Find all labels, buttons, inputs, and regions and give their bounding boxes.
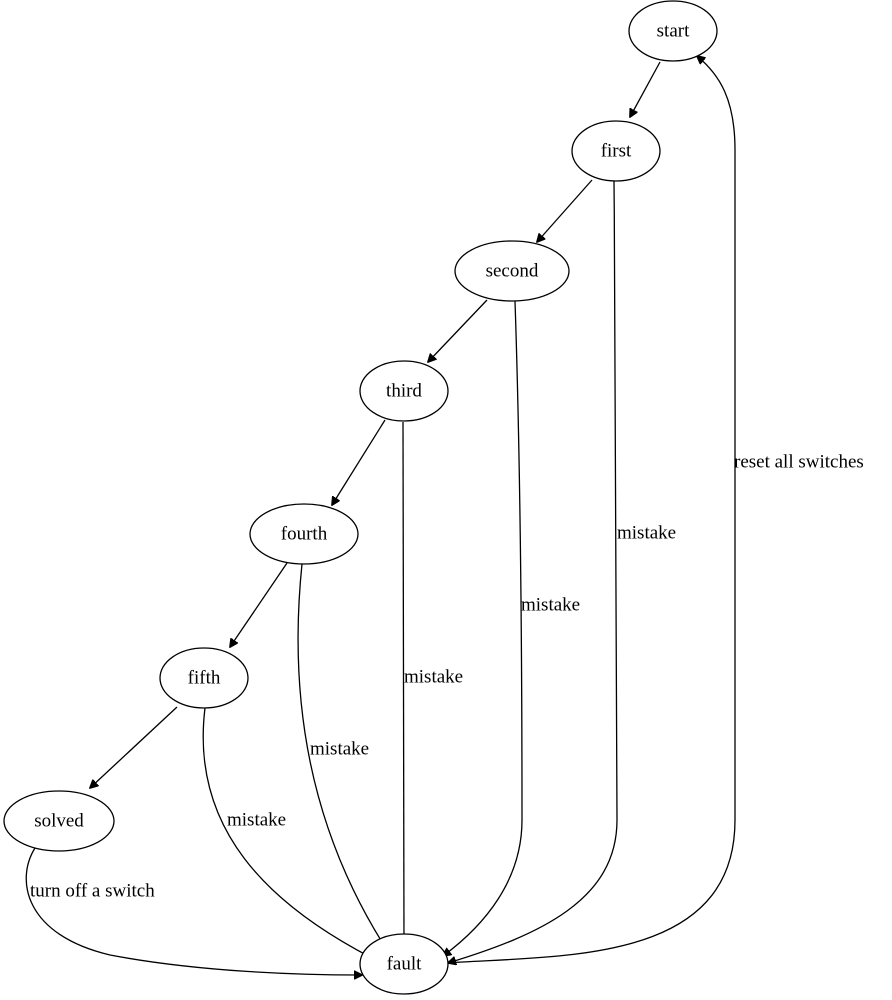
node-label-fifth: fifth (188, 668, 221, 689)
node-first: first (571, 120, 661, 182)
node-fifth: fifth (159, 647, 249, 709)
node-label-first: first (601, 141, 632, 162)
edge-label-turn-off-switch: turn off a switch (30, 881, 155, 902)
edge-first-fault (448, 180, 618, 963)
edge-labels: mistake mistake mistake mistake mistake … (30, 452, 864, 902)
edge-label-first-mistake: mistake (617, 523, 676, 544)
edge-fifth-fault (202, 707, 372, 958)
node-label-fault: fault (387, 954, 423, 975)
edge-label-second-mistake: mistake (521, 595, 580, 616)
edge-fourth-fifth (230, 562, 288, 647)
edge-first-second (537, 179, 593, 242)
node-fourth: fourth (249, 503, 359, 565)
node-label-fourth: fourth (281, 524, 328, 545)
edge-fourth-fault (297, 563, 387, 950)
edge-label-third-mistake: mistake (404, 667, 463, 688)
node-label-second: second (486, 261, 539, 282)
edge-third-fourth (332, 419, 386, 505)
nodes: start first second third fourth fifth so… (3, 0, 718, 995)
edge-second-third (428, 299, 488, 362)
edge-third-fault (403, 421, 404, 950)
node-label-solved: solved (34, 811, 84, 832)
edge-fifth-solved (90, 706, 178, 788)
edge-label-reset-all-switches: reset all switches (734, 452, 864, 473)
node-solved: solved (3, 790, 115, 852)
edge-second-fault (443, 300, 523, 956)
node-third: third (359, 360, 449, 422)
node-fault: fault (359, 933, 449, 995)
edge-start-first (630, 61, 661, 117)
edge-solved-fault (25, 847, 362, 975)
node-start: start (628, 0, 718, 62)
node-second: second (454, 240, 570, 302)
edges (25, 56, 736, 975)
edge-label-fourth-mistake: mistake (310, 739, 369, 760)
edge-label-fifth-mistake: mistake (227, 810, 286, 831)
node-label-start: start (657, 21, 690, 42)
node-label-third: third (386, 381, 422, 402)
edge-fault-start (445, 56, 736, 964)
